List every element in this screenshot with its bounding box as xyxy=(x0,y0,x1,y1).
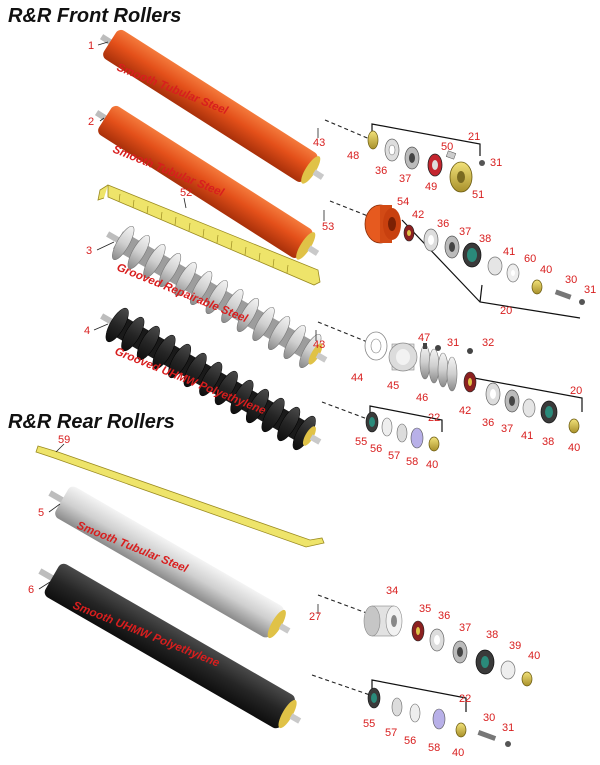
callout-31b: 31 xyxy=(584,284,596,296)
callout-37d: 37 xyxy=(459,622,471,634)
callout-59: 59 xyxy=(58,434,70,446)
callout-31a: 31 xyxy=(490,157,502,169)
scraper-bar-52 xyxy=(97,184,321,286)
callout-60: 60 xyxy=(524,253,536,265)
callout-38a: 38 xyxy=(479,233,491,245)
callout-55a: 55 xyxy=(355,436,367,448)
callout-36d: 36 xyxy=(438,610,450,622)
callout-43b: 43 xyxy=(313,339,325,351)
callout-20b: 20 xyxy=(570,385,582,397)
callout-36b: 36 xyxy=(437,218,449,230)
callout-38c: 38 xyxy=(486,629,498,641)
roller-5-smooth-tubular-steel: Smooth Tubular Steel xyxy=(48,486,291,639)
callout-22b: 22 xyxy=(459,693,471,705)
callout-36c: 36 xyxy=(482,417,494,429)
callout-58b: 58 xyxy=(428,742,440,754)
callout-53: 53 xyxy=(322,221,334,233)
rear-bearing-group xyxy=(363,605,533,687)
bearing-assembly-20-row4 xyxy=(463,371,583,434)
callout-48: 48 xyxy=(347,150,359,162)
callout-37c: 37 xyxy=(501,423,513,435)
callout-55b: 55 xyxy=(363,718,375,730)
callout-50: 50 xyxy=(441,141,453,153)
roller-6-label: Smooth UHMW Polyethylene xyxy=(71,600,222,670)
seal-assembly-22-rear xyxy=(367,679,511,747)
callout-31c: 31 xyxy=(447,337,459,349)
callout-40b: 40 xyxy=(568,442,580,454)
callout-57b: 57 xyxy=(385,727,397,739)
bearing-assembly-20-row2 xyxy=(364,204,585,319)
callout-22a: 22 xyxy=(428,412,440,424)
callout-56b: 56 xyxy=(404,735,416,747)
callout-43a: 43 xyxy=(313,137,325,149)
bearing-housing-group xyxy=(364,331,473,392)
callout-35: 35 xyxy=(419,603,431,615)
callout-42b: 42 xyxy=(459,405,471,417)
callout-51: 51 xyxy=(472,189,484,201)
callout-40c: 40 xyxy=(426,459,438,471)
callout-56a: 56 xyxy=(370,443,382,455)
callout-47: 47 xyxy=(418,332,430,344)
callout-6: 6 xyxy=(28,584,34,596)
callout-30b: 30 xyxy=(483,712,495,724)
callout-40d: 40 xyxy=(528,650,540,662)
callout-42a: 42 xyxy=(412,209,424,221)
callout-34: 34 xyxy=(386,585,398,597)
callout-58a: 58 xyxy=(406,456,418,468)
callout-54: 54 xyxy=(397,196,409,208)
callout-57a: 57 xyxy=(388,450,400,462)
scraper-rod-59 xyxy=(35,445,325,548)
callout-2: 2 xyxy=(88,116,94,128)
callout-37b: 37 xyxy=(459,226,471,238)
seal-assembly-22-front xyxy=(365,405,443,452)
callout-27: 27 xyxy=(309,611,321,623)
callout-37a: 37 xyxy=(399,173,411,185)
roller-4-grooved-uhmw-polyethylene: Grooved UHMW Polyethylene xyxy=(100,307,322,451)
callout-4: 4 xyxy=(84,325,90,337)
rear-rollers-heading: R&R Rear Rollers xyxy=(8,411,175,433)
callout-52: 52 xyxy=(180,187,192,199)
callout-46: 46 xyxy=(416,392,428,404)
callout-44: 44 xyxy=(351,372,363,384)
callout-41a: 41 xyxy=(503,246,515,258)
callout-30a: 30 xyxy=(565,274,577,286)
callout-5: 5 xyxy=(38,507,44,519)
callout-20a: 20 xyxy=(500,305,512,317)
leader-lines xyxy=(38,41,325,614)
front-rollers-heading: R&R Front Rollers xyxy=(8,5,181,27)
bearing-assembly-21 xyxy=(367,123,485,193)
part-number-callouts: 1 2 3 4 5 6 21 43 48 36 37 49 50 31 51 5… xyxy=(28,40,596,759)
callout-41b: 41 xyxy=(521,430,533,442)
callout-49: 49 xyxy=(425,181,437,193)
callout-21: 21 xyxy=(468,131,480,143)
callout-36a: 36 xyxy=(375,165,387,177)
callout-3: 3 xyxy=(86,245,92,257)
callout-32: 32 xyxy=(482,337,494,349)
callout-40e: 40 xyxy=(452,747,464,759)
callout-40a: 40 xyxy=(540,264,552,276)
callout-39: 39 xyxy=(509,640,521,652)
callout-1: 1 xyxy=(88,40,94,52)
callout-31d: 31 xyxy=(502,722,514,734)
callout-38b: 38 xyxy=(542,436,554,448)
callout-45: 45 xyxy=(387,380,399,392)
